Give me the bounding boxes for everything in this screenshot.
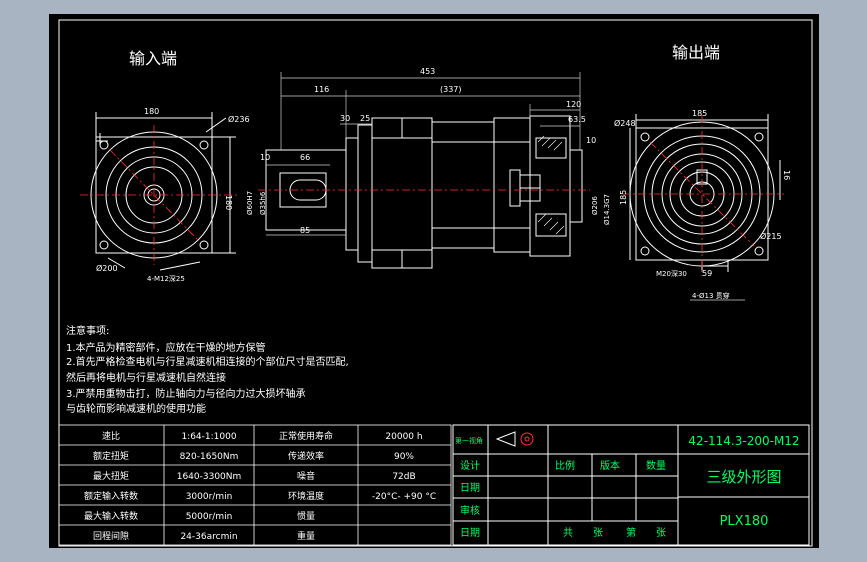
notes-block: 注意事项: 1.本产品为精密部件，应放在干燥的地方保管 2.首先严格检查电机与行…: [66, 324, 349, 415]
spec-value: 3000r/min: [186, 492, 233, 502]
title-block-grid: [452, 424, 810, 546]
version-label: 版本: [600, 459, 620, 472]
total-label: 共: [563, 527, 573, 539]
quantity-label: 数量: [646, 459, 666, 472]
spec-value: 5000r/min: [186, 512, 233, 522]
dim-16: 16: [782, 170, 791, 180]
output-view-label: 输出端: [672, 43, 720, 62]
dim-180-side: 180: [224, 195, 233, 210]
spec-table-grid: [58, 424, 452, 546]
scale-label: 比例: [555, 459, 575, 472]
dim-185-side: 185: [619, 190, 628, 205]
spec-value: 90%: [394, 452, 414, 462]
dim-236: Ø236: [228, 114, 250, 124]
spec-label: 惯量: [297, 510, 315, 522]
spec-table-text: 速比 1:64-1:1000 正常使用寿命 20000 h 额定扭矩 820-1…: [84, 430, 436, 542]
spec-label: 速比: [102, 430, 120, 442]
dim-143: Ø14.3G7: [603, 194, 611, 225]
dim-30: 30: [340, 114, 350, 123]
dim-215: Ø215: [760, 231, 782, 241]
spec-value: 1640-3300Nm: [177, 472, 242, 482]
note-line-4: 3.严禁用重物击打，防止轴向力与径向力过大损坏轴承: [66, 387, 306, 400]
side-view-hatching: [537, 135, 565, 235]
dim-200: Ø200: [96, 263, 118, 273]
dim-337: (337): [440, 85, 462, 94]
dim-120: 120: [566, 100, 581, 109]
note-line-3: 然后再将电机与行星减速机自然连接: [66, 371, 226, 384]
spec-label: 额定输入转数: [84, 490, 138, 502]
spec-label: 正常使用寿命: [279, 430, 333, 442]
spec-label: 环境温度: [288, 490, 324, 502]
spec-label: 最大输入转数: [84, 510, 138, 522]
note-line-1: 1.本产品为精密部件，应放在干燥的地方保管: [66, 341, 266, 354]
spec-label: 回程间隙: [93, 530, 129, 542]
dim-453: 453: [420, 67, 435, 76]
pages-label: 张: [656, 527, 666, 539]
first-angle-label: 第一视角: [455, 436, 483, 445]
side-dimension-lines: [266, 72, 581, 236]
dim-bolt-in: 4-M12深25: [147, 274, 185, 283]
drawing-name: 三级外形图: [706, 468, 781, 486]
note-line-5: 与齿轮而影响减速机的使用功能: [66, 402, 206, 415]
spec-value: 1:64-1:1000: [181, 432, 236, 442]
dim-59: 59: [702, 269, 712, 278]
title-block-text: 第一视角 设计 日期 审核 日期 比例 版本 数量 共 张 第 张 42-114…: [455, 434, 800, 539]
dim-bolt-out: 4-Ø13 贯穿: [692, 291, 730, 300]
notes-title: 注意事项:: [66, 324, 109, 337]
model-number: PLX180: [720, 514, 769, 529]
input-view-label: 输入端: [129, 49, 177, 68]
spec-value: 820-1650Nm: [180, 452, 239, 462]
dim-10a: 10: [260, 153, 270, 162]
date-label: 日期: [460, 527, 480, 539]
input-centerlines: [80, 125, 240, 265]
dim-25: 25: [360, 114, 370, 123]
sheet-label: 张: [593, 527, 603, 539]
spec-label: 额定扭矩: [93, 450, 129, 462]
design-label: 设计: [460, 459, 480, 472]
dim-116: 116: [314, 85, 329, 94]
dim-248: Ø248: [614, 118, 636, 128]
dim-185-top: 185: [692, 109, 707, 118]
spec-label: 传递效率: [288, 450, 324, 462]
spec-label: 最大扭矩: [93, 470, 129, 482]
drawing-number: 42-114.3-200-M12: [688, 434, 799, 448]
spec-label: 噪音: [297, 470, 315, 482]
output-centerlines: [622, 115, 784, 276]
spec-value: 20000 h: [385, 432, 422, 442]
dim-85: 85: [300, 226, 310, 235]
dim-66: 66: [300, 153, 310, 162]
review-label: 审核: [460, 504, 480, 517]
spec-value: 24-36arcmin: [180, 532, 237, 542]
dim-180-top: 180: [144, 107, 159, 116]
sheet-no-label: 第: [626, 526, 636, 539]
drawing-border: [58, 19, 813, 547]
spec-label: 重量: [297, 530, 315, 542]
date-label: 日期: [460, 482, 480, 494]
dim-shaft-in: Ø35h6: [259, 191, 267, 215]
dim-m20: M20深30: [656, 269, 687, 278]
spec-value: 72dB: [392, 472, 415, 482]
drawing-paper: [49, 14, 819, 548]
side-view: [265, 115, 583, 269]
spec-value: -20°C- +90 °C: [372, 492, 436, 502]
note-line-2: 2.首先严格检查电机与行星减速机相连接的个部位尺寸是否匹配,: [66, 355, 349, 368]
first-angle-symbol: [495, 431, 534, 447]
dim-10b: 10: [586, 136, 596, 145]
dim-63-5: 63.5: [568, 115, 586, 124]
dim-pilot-in: Ø60H7: [246, 191, 254, 215]
dim-206: Ø206: [591, 196, 599, 215]
